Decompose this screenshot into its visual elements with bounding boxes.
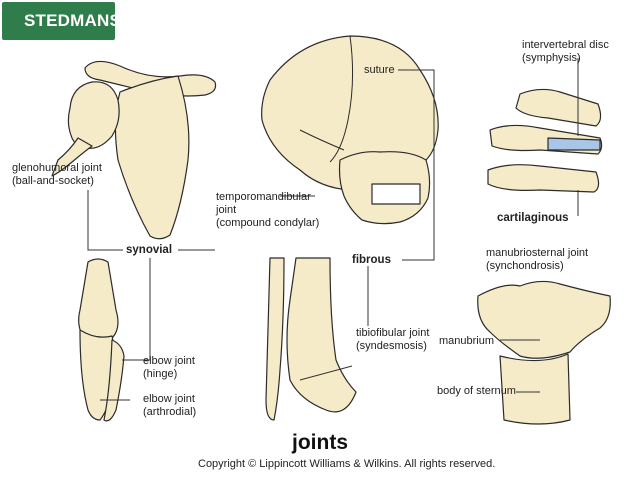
- label-intervertebral-1: intervertebral disc: [522, 39, 609, 51]
- label-glenohumoral-2: (ball-and-socket): [12, 175, 94, 187]
- label-elbow-hinge-2: (hinge): [143, 368, 178, 380]
- label-manubriosternal-2: (synchondrosis): [486, 260, 564, 272]
- label-tibiofibular-2: (syndesmosis): [356, 340, 427, 352]
- label-manubrium: manubrium: [439, 335, 495, 347]
- label-glenohumoral-1: glenohumoral joint: [12, 162, 102, 174]
- elbow-humerus-bone: [78, 258, 119, 345]
- label-elbow-hinge-1: elbow joint: [143, 355, 195, 367]
- tibia-bone: [286, 257, 357, 413]
- label-fibrous: fibrous: [352, 254, 391, 266]
- scapula-bone: [114, 75, 190, 240]
- label-temporomandibular-2: joint: [216, 204, 237, 216]
- stedmans-logo: STEDMANS: [2, 2, 121, 40]
- vertebra-upper: [515, 88, 602, 127]
- diagram-title: joints: [292, 431, 348, 454]
- label-temporomandibular-1: temporomandibular: [216, 191, 311, 203]
- vertebra-lower: [487, 164, 600, 193]
- label-manubriosternal-1: manubriosternal joint: [486, 247, 589, 259]
- logo-text: STEDMANS: [24, 11, 121, 30]
- label-synovial: synovial: [126, 244, 173, 256]
- label-temporomandibular-3: (compound condylar): [216, 217, 320, 229]
- manubrium-bone: [477, 280, 611, 359]
- sternum-body: [499, 353, 571, 425]
- label-body-of-sternum: body of sternum: [437, 385, 516, 397]
- humerus-head-bone: [67, 81, 120, 149]
- intervertebral-disc: [547, 137, 601, 151]
- copyright-notice: Copyright © Lippincott Williams & Wilkin…: [198, 458, 496, 470]
- skull-teeth: [371, 183, 421, 205]
- fibula-bone: [265, 257, 285, 421]
- label-tibiofibular-1: tibiofibular joint: [356, 327, 430, 339]
- humerus-shaft-bone: [51, 137, 93, 177]
- elbow-radius-bone: [103, 339, 125, 422]
- label-suture: suture: [364, 64, 395, 76]
- clavicle-bone: [84, 60, 217, 97]
- label-cartilaginous: cartilaginous: [497, 212, 569, 224]
- label-elbow-arthrodial-1: elbow joint: [143, 393, 195, 405]
- label-elbow-arthrodial-2: (arthrodial): [143, 406, 197, 418]
- label-intervertebral-2: (symphysis): [522, 52, 581, 64]
